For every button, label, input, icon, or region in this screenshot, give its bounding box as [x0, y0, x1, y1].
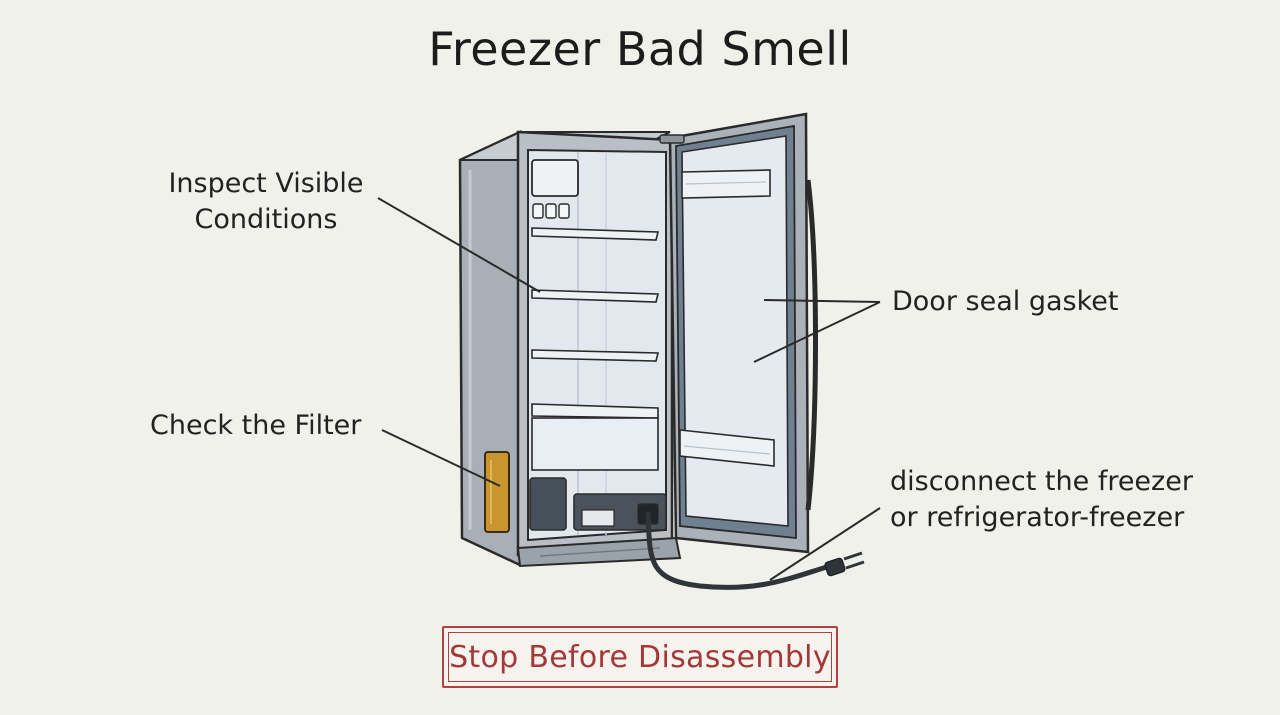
leader-inspect	[377, 197, 541, 293]
drain-module	[529, 477, 567, 531]
door-handle	[805, 179, 818, 511]
door-bin-top	[681, 169, 771, 199]
control-button-1	[532, 203, 544, 219]
control-panel	[531, 159, 579, 197]
label-door-seal-gasket: Door seal gasket	[892, 286, 1119, 317]
label-check-filter: Check the Filter	[150, 410, 362, 441]
page-title: Freezer Bad Smell	[428, 22, 852, 76]
label-disconnect-text: disconnect the freezer or refrigerator-f…	[890, 466, 1193, 533]
shelf-3	[531, 349, 660, 362]
crisper-drawer	[531, 403, 659, 471]
power-plug	[824, 551, 865, 577]
stop-button-label: Stop Before Disassembly	[449, 639, 831, 675]
control-button-3	[558, 203, 570, 219]
leader-disconnect	[769, 507, 881, 581]
leader-filter	[381, 429, 501, 487]
filter-box	[484, 451, 510, 533]
power-cord	[645, 511, 833, 590]
leader-seal-2	[753, 301, 881, 363]
door-bin-bottom	[679, 429, 775, 467]
label-disconnect: disconnect the freezer or refrigerator-f…	[890, 464, 1220, 536]
shelf-2	[531, 289, 660, 303]
door-liner	[681, 135, 789, 527]
label-inspect-visible-conditions: Inspect Visible Conditions	[168, 168, 364, 235]
stop-before-disassembly-button[interactable]: Stop Before Disassembly	[442, 626, 838, 688]
leader-seal-1	[763, 299, 881, 303]
control-button-2	[545, 203, 557, 219]
door-hinge	[659, 134, 685, 144]
shelf-1	[531, 227, 660, 241]
